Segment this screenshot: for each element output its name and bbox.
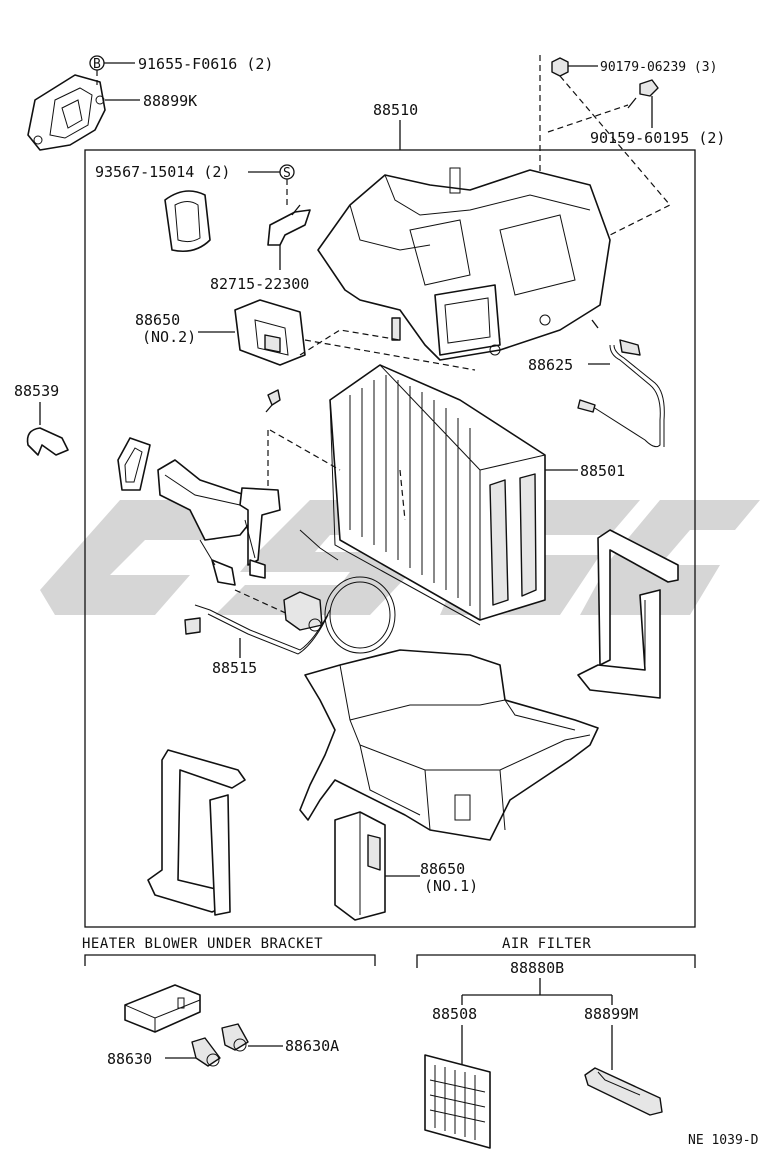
s-symbol: S [283, 166, 291, 181]
gasket-ring [164, 190, 211, 253]
label-88515: 88515 [212, 659, 257, 677]
label-88899K: 88899K [143, 92, 197, 110]
label-90159: 90159-60195 (2) [590, 129, 725, 147]
dash-pipe [234, 589, 291, 616]
label-88650-no2-sub: (NO.2) [142, 328, 196, 346]
label-88630: 88630 [107, 1050, 152, 1068]
tree-88880B [461, 978, 613, 1005]
dash-evap [267, 429, 406, 521]
filter-clip-88899M [584, 1067, 663, 1116]
section-heater-bracket: HEATER BLOWER UNDER BRACKET [82, 936, 323, 952]
label-88501: 88501 [580, 462, 625, 480]
screw-90159 [627, 79, 659, 109]
hose-88539 [26, 427, 69, 456]
evaporator-88501 [329, 364, 546, 626]
label-88625: 88625 [528, 356, 573, 374]
b-symbol: B [93, 57, 101, 72]
label-88539: 88539 [14, 382, 59, 400]
label-90179: 90179-06239 (3) [600, 60, 717, 75]
screw-small-left [265, 389, 281, 413]
label-88650-no2: 88650 [135, 311, 180, 329]
assembly-frame [84, 149, 696, 928]
label-91655: 91655-F0616 (2) [138, 55, 273, 73]
bracket-box [124, 984, 201, 1033]
switch-88630 [191, 1037, 221, 1067]
seal-gasket-left [117, 437, 151, 491]
thermistor-88625 [577, 339, 665, 448]
bracket-air-filter-section [416, 954, 696, 968]
figure-code: NE 1039-D [688, 1133, 759, 1148]
label-88880B: 88880B [510, 959, 564, 977]
resistor-88650-no1 [334, 811, 386, 921]
dash-resistor [299, 329, 476, 371]
seal-strip-left [147, 749, 246, 916]
expansion-valve-88515 [184, 529, 396, 655]
small-screw-center [391, 317, 401, 341]
label-93567: 93567-15014 (2) [95, 163, 230, 181]
label-82715: 82715-22300 [210, 275, 309, 293]
bracket-88899K [27, 74, 106, 151]
label-88899M: 88899M [584, 1005, 638, 1023]
label-88508: 88508 [432, 1005, 477, 1023]
resistor-88650-no2 [234, 299, 306, 366]
seal-strip-right [577, 529, 679, 699]
upper-case-88510 [317, 167, 611, 361]
air-filter-88508 [424, 1054, 491, 1149]
nut-90179 [551, 57, 569, 77]
tiny-clip [591, 319, 599, 329]
label-88630A: 88630A [285, 1037, 339, 1055]
label-88650-no1: 88650 [420, 860, 465, 878]
bracket-82715 [267, 204, 311, 246]
label-88510: 88510 [373, 101, 418, 119]
switch-88630A [221, 1023, 249, 1052]
bracket-heater-section [84, 954, 376, 966]
pipe-assembly [157, 459, 281, 586]
section-air-filter: AIR FILTER [502, 936, 591, 952]
lower-case [299, 649, 599, 841]
label-88650-no1-sub: (NO.1) [424, 877, 478, 895]
